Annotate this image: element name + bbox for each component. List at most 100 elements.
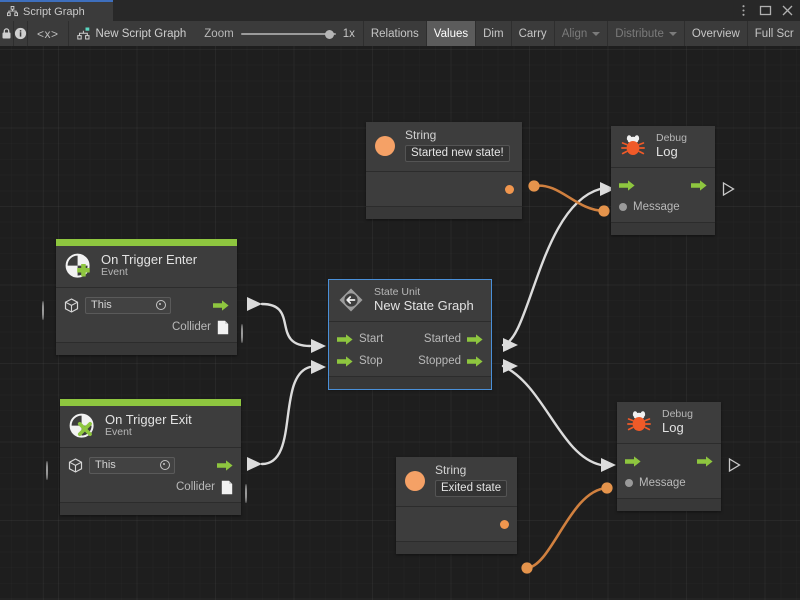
relations-button[interactable]: Relations — [364, 21, 427, 46]
node-name-label: New State Graph — [374, 297, 474, 313]
object-picker-icon[interactable] — [160, 460, 170, 470]
tab-script-graph[interactable]: Script Graph — [0, 0, 113, 21]
node-body: Message — [611, 168, 715, 222]
wire-endpoint-dot — [528, 180, 540, 192]
string-value-field[interactable]: Started new state! — [405, 145, 510, 163]
lock-button[interactable] — [0, 21, 14, 46]
stop-input-port[interactable]: Stop — [337, 355, 383, 367]
close-icon[interactable] — [781, 4, 794, 17]
message-label: Message — [639, 477, 686, 489]
node-header: String Exited state — [396, 457, 517, 508]
started-output-port[interactable]: Started — [424, 333, 483, 345]
debug-bug-icon — [619, 132, 647, 160]
node-footer — [60, 502, 241, 515]
gameobject-cube-icon — [64, 297, 79, 313]
info-button[interactable] — [14, 21, 28, 46]
message-input-port[interactable] — [625, 479, 633, 487]
node-debug-log-top[interactable]: Debug Log Message — [611, 126, 715, 235]
node-header: On Trigger Exit Event — [60, 406, 241, 448]
wire-string-to-message-bottom — [525, 486, 609, 570]
node-on-trigger-enter[interactable]: On Trigger Enter Event This — [56, 239, 237, 355]
collider-value-icon — [217, 320, 229, 334]
zoom-slider[interactable] — [240, 28, 336, 40]
object-picker-icon[interactable] — [156, 300, 166, 310]
node-body: Start Started Stop Stopped — [329, 322, 491, 376]
event-accent-bar — [56, 239, 237, 246]
output-data-port[interactable] — [505, 184, 514, 194]
node-name-label: On Trigger Exit — [105, 411, 192, 427]
node-flow-row — [619, 174, 707, 196]
target-object-value: This — [95, 459, 116, 471]
full-screen-button[interactable]: Full Scr — [754, 27, 794, 40]
graph-name-field[interactable]: New Script Graph — [69, 21, 197, 46]
event-exit-icon — [68, 412, 96, 440]
flow-output-stub[interactable] — [728, 458, 741, 472]
wire-stopped-to-log-bottom — [501, 364, 603, 467]
node-output-row: Collider — [64, 316, 229, 338]
message-label: Message — [633, 201, 680, 213]
state-unit-icon — [337, 286, 365, 314]
output-data-port[interactable] — [500, 519, 509, 529]
collider-output-port[interactable] — [245, 484, 247, 503]
wire-string-to-message-top — [532, 184, 606, 213]
node-body: This Collider — [60, 448, 241, 502]
node-output-row: Collider — [68, 476, 233, 498]
collider-output-port[interactable] — [241, 324, 243, 343]
node-category-label: Event — [101, 266, 128, 279]
stopped-output-port[interactable]: Stopped — [418, 355, 483, 367]
node-string-bottom[interactable]: String Exited state — [396, 457, 517, 555]
message-input-port[interactable] — [619, 203, 627, 211]
align-dropdown[interactable]: Align — [555, 21, 609, 46]
flow-output-port[interactable] — [691, 179, 707, 191]
chevron-down-icon — [592, 31, 601, 36]
node-debug-log-bottom[interactable]: Debug Log Message — [617, 402, 721, 511]
node-input-row: Message — [619, 196, 707, 218]
zoom-control[interactable]: Zoom 1x — [196, 21, 364, 46]
node-on-trigger-exit[interactable]: On Trigger Exit Event This — [60, 399, 241, 515]
target-input-port[interactable] — [42, 301, 44, 320]
node-state-unit[interactable]: State Unit New State Graph Start Started — [328, 279, 492, 390]
flow-output-port[interactable] — [697, 455, 713, 467]
flow-input-port[interactable] — [625, 455, 641, 467]
event-enter-icon — [64, 252, 92, 280]
target-object-field[interactable]: This — [89, 456, 175, 474]
node-header: On Trigger Enter Event — [56, 246, 237, 288]
flow-output-port[interactable] — [213, 299, 229, 311]
node-header: State Unit New State Graph — [329, 280, 491, 322]
flow-input-port[interactable] — [619, 179, 635, 191]
start-input-port[interactable]: Start — [337, 333, 383, 345]
string-value-field[interactable]: Exited state — [435, 480, 508, 498]
flow-output-stub[interactable] — [722, 182, 735, 196]
maximize-icon[interactable] — [759, 4, 772, 17]
lock-icon — [2, 28, 11, 39]
target-input-port[interactable] — [46, 461, 48, 480]
more-options-icon[interactable] — [737, 4, 750, 17]
zoom-slider-knob[interactable] — [324, 29, 334, 39]
started-label: Started — [423, 333, 461, 345]
graph-toolbar: <x> New Script Graph Zoom 1x Relations V… — [0, 21, 800, 47]
node-category-label: State Unit — [374, 285, 421, 298]
graph-canvas[interactable]: String Started new state! — [0, 46, 800, 600]
carry-button[interactable]: Carry — [512, 21, 555, 46]
values-button[interactable]: Values — [426, 21, 477, 46]
target-object-field[interactable]: This — [85, 296, 171, 314]
node-name-label: Log — [662, 419, 684, 435]
distribute-dropdown[interactable]: Distribute — [608, 21, 685, 46]
node-type-label: String — [435, 463, 467, 477]
node-body — [366, 172, 522, 207]
node-header: Debug Log — [611, 126, 715, 168]
dim-button[interactable]: Dim — [476, 21, 512, 46]
node-string-top[interactable]: String Started new state! — [366, 122, 522, 220]
collider-label: Collider — [176, 481, 215, 493]
code-view-button[interactable]: <x> — [28, 21, 69, 46]
node-category-label: Debug — [662, 407, 693, 420]
wire-endpoint-dot — [521, 562, 533, 574]
flow-output-port[interactable] — [217, 459, 233, 471]
node-header: Debug Log — [617, 402, 721, 444]
graph-icon — [7, 6, 18, 17]
distribute-label: Distribute — [615, 27, 664, 40]
zoom-slider-track — [240, 32, 336, 35]
node-header: String Started new state! — [366, 122, 522, 173]
overview-button[interactable]: Overview — [685, 21, 748, 46]
